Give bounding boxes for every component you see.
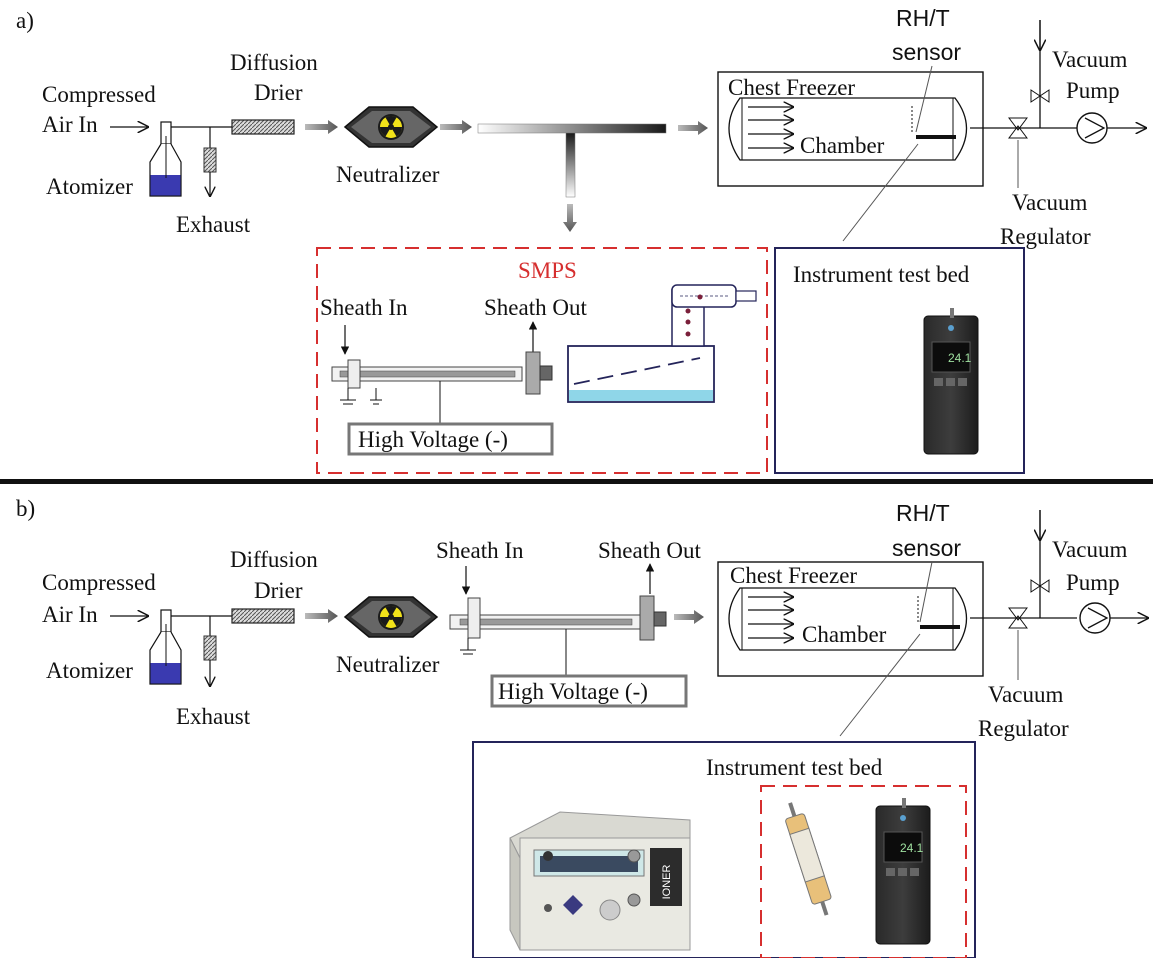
- diffusion-drier-label-2: Drier: [254, 80, 303, 105]
- high-voltage-box: [490, 674, 688, 708]
- vacuum-regulator-label-2: Regulator: [978, 716, 1069, 741]
- neutralizer-label: Neutralizer: [336, 652, 440, 677]
- cylindrical-sensor: [785, 802, 832, 916]
- instrument-test-bed: [472, 741, 976, 958]
- diffusion-drier: [231, 119, 295, 135]
- neutralizer-icon: [343, 106, 439, 148]
- sheath-out-label: Sheath Out: [484, 295, 587, 320]
- rht-label-1: RH/T: [896, 5, 950, 31]
- panel-b: b) Compressed Air In Atomizer Exhaust Di…: [16, 496, 1148, 958]
- sheath-out-label: Sheath Out: [598, 538, 701, 563]
- rht-sensor: [916, 135, 956, 139]
- cpc-icon: [567, 284, 757, 403]
- diffusion-drier-label-1: Diffusion: [230, 50, 318, 75]
- dma-column: [331, 321, 553, 424]
- chest-freezer-label: Chest Freezer: [728, 75, 855, 100]
- t-junction-tube: [477, 123, 667, 134]
- panel-a: a) Compressed Air In Atomizer Exhaust Di…: [16, 5, 1146, 474]
- handheld-counter: 24.1: [875, 798, 931, 945]
- rht-label-1: RH/T: [896, 500, 950, 526]
- chest-freezer: [717, 561, 984, 677]
- chamber-label: Chamber: [800, 133, 885, 158]
- exhaust-label: Exhaust: [176, 704, 251, 729]
- exhaust-label: Exhaust: [176, 212, 251, 237]
- vacuum-pump-label-2: Pump: [1066, 78, 1120, 103]
- ion-counter-device: IONER: [509, 811, 691, 951]
- panel-b-label: b): [16, 496, 35, 521]
- diffusion-drier-label-1: Diffusion: [230, 547, 318, 572]
- device-reading: 24.1: [948, 351, 972, 365]
- dma-column: [449, 563, 667, 676]
- instrument-test-bed-label: Instrument test bed: [793, 262, 970, 287]
- atomizer-icon: [149, 121, 182, 197]
- vacuum-pump-icon: [1079, 602, 1111, 634]
- vacuum-pump-icon: [1076, 112, 1108, 144]
- exhaust-filter: [203, 147, 217, 173]
- compressed-air-label-1: Compressed: [42, 82, 156, 107]
- flow-arrow: [305, 120, 338, 134]
- chamber: [728, 97, 968, 161]
- vacuum-pump-label-1: Vacuum: [1052, 537, 1127, 562]
- vacuum-regulator-label-2: Regulator: [1000, 224, 1091, 249]
- chest-freezer-label: Chest Freezer: [730, 563, 857, 588]
- ion-counter-brand: IONER: [661, 865, 673, 900]
- rht-label-2: sensor: [892, 39, 961, 65]
- atomizer-icon: [149, 609, 182, 685]
- vacuum-regulator-valve: [1008, 607, 1028, 629]
- device-reading: 24.1: [900, 841, 924, 855]
- instrument-test-bed: [774, 247, 1025, 474]
- sheath-in-label: Sheath In: [436, 538, 524, 563]
- panel-divider: [0, 479, 1153, 484]
- panel-a-label: a): [16, 8, 34, 33]
- instrument-test-bed-label: Instrument test bed: [706, 755, 883, 780]
- diffusion-drier: [231, 608, 295, 624]
- atomizer-label: Atomizer: [46, 174, 133, 199]
- rht-label-2: sensor: [892, 535, 961, 561]
- chamber: [728, 587, 968, 651]
- diffusion-drier-label-2: Drier: [254, 578, 303, 603]
- compressed-air-label-2: Air In: [42, 112, 98, 137]
- chest-freezer: [717, 71, 984, 187]
- neutralizer-label: Neutralizer: [336, 162, 440, 187]
- smps-label: SMPS: [518, 258, 577, 283]
- high-voltage-label: High Voltage (-): [498, 679, 648, 704]
- chamber-label: Chamber: [802, 622, 887, 647]
- smps-box: [316, 247, 768, 474]
- vacuum-pump-label-1: Vacuum: [1052, 47, 1127, 72]
- vacuum-regulator-label-1: Vacuum: [1012, 190, 1087, 215]
- compressed-air-label-1: Compressed: [42, 570, 156, 595]
- high-voltage-label: High Voltage (-): [358, 427, 508, 452]
- neutralizer-icon: [343, 596, 439, 638]
- vacuum-regulator-label-1: Vacuum: [988, 682, 1063, 707]
- rht-sensor: [920, 625, 960, 629]
- handheld-counter: 24.1: [923, 308, 979, 455]
- sensor-dashed-box: [760, 785, 967, 958]
- vacuum-regulator-valve: [1008, 117, 1028, 139]
- vacuum-pump-label-2: Pump: [1066, 570, 1120, 595]
- compressed-air-label-2: Air In: [42, 602, 98, 627]
- sheath-in-label: Sheath In: [320, 295, 408, 320]
- atomizer-label: Atomizer: [46, 658, 133, 683]
- high-voltage-box: [347, 422, 554, 456]
